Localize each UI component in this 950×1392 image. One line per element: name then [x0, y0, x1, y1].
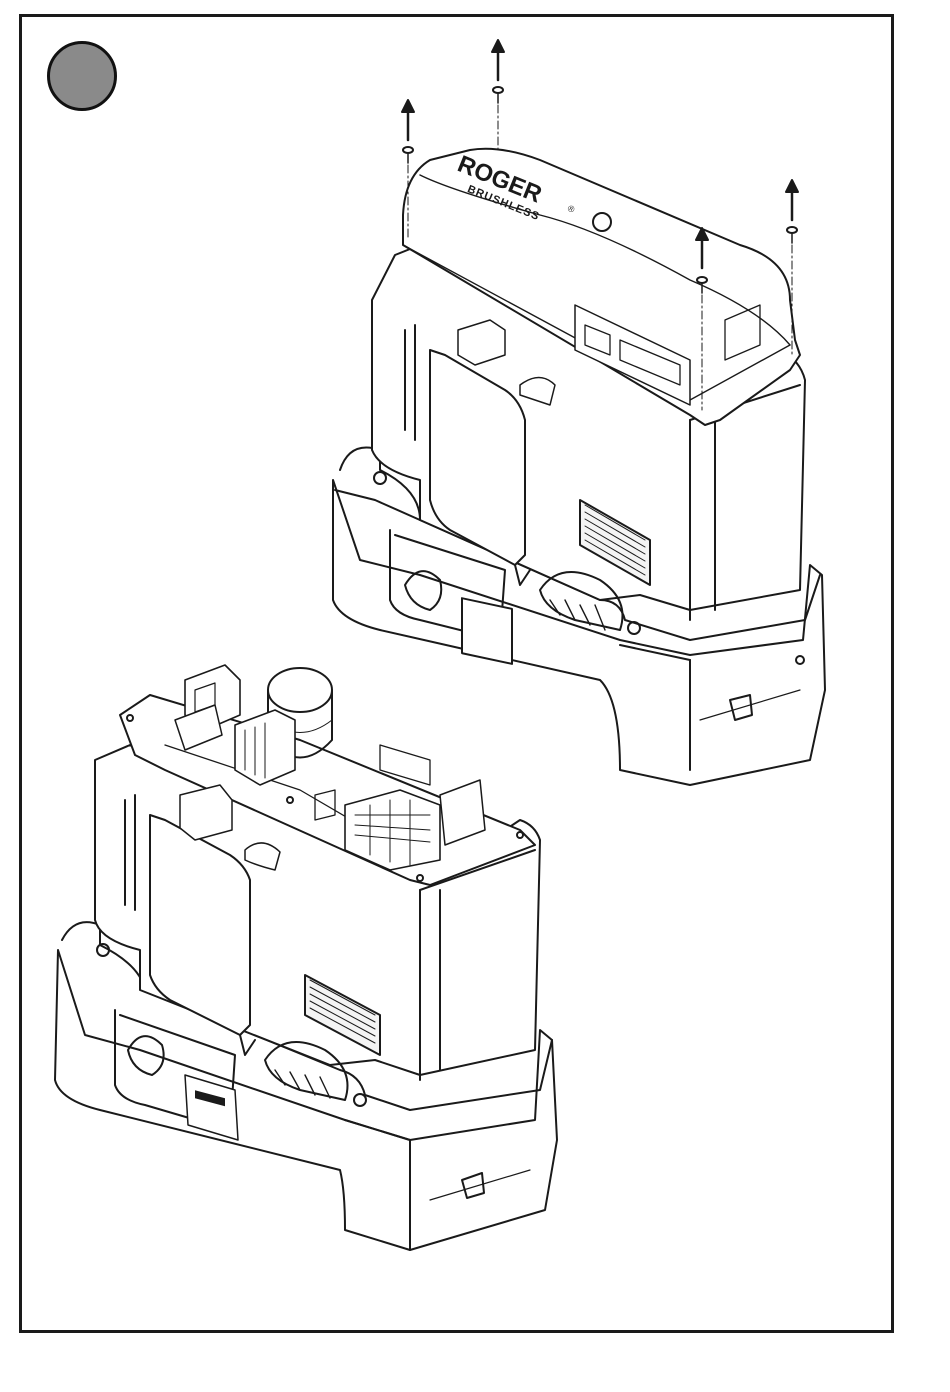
motor-unit-cover-removed [55, 665, 557, 1250]
removal-arrow [492, 40, 504, 80]
removal-arrow [402, 100, 414, 140]
removal-arrow [786, 180, 798, 220]
motor-unit-with-cover: ROGER BRUSHLESS ® [333, 149, 825, 785]
screw [493, 87, 503, 103]
screw [787, 227, 797, 243]
screw [403, 147, 413, 163]
